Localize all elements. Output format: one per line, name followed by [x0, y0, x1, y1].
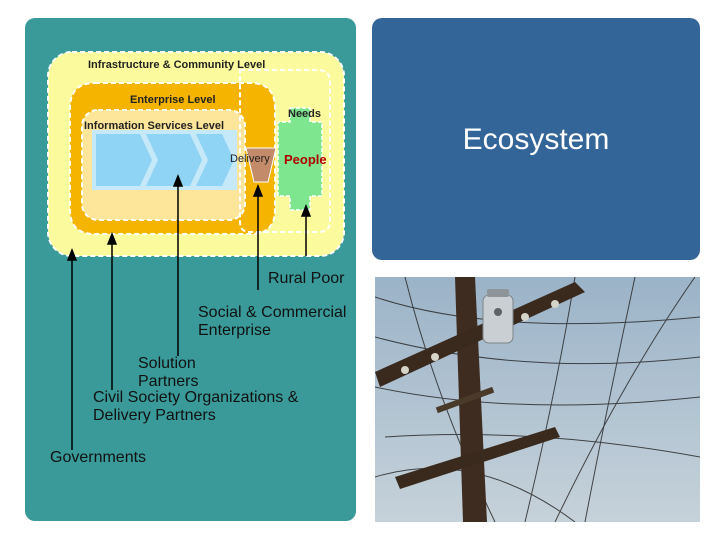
enterprise-level-label: Enterprise Level — [130, 94, 216, 106]
infrastructure-level-label: Infrastructure & Community Level — [88, 59, 266, 71]
delivery-label: Delivery — [230, 153, 270, 165]
governments-label: Governments — [50, 449, 147, 466]
slide-title: Ecosystem — [462, 123, 610, 156]
people-label: People — [284, 152, 327, 167]
solution-partners-label: Solution Partners — [138, 355, 199, 390]
social-commercial-label: Social & Commercial Enterprise — [198, 304, 347, 339]
title-panel — [372, 18, 700, 260]
civil-society-label: Civil Society Organizations & Delivery P… — [93, 389, 299, 424]
information-level-label: Information Services Level — [84, 120, 224, 132]
rural-poor-label: Rural Poor — [268, 270, 345, 287]
utility-pole-photo — [375, 277, 700, 522]
needs-label: Needs — [288, 108, 322, 120]
